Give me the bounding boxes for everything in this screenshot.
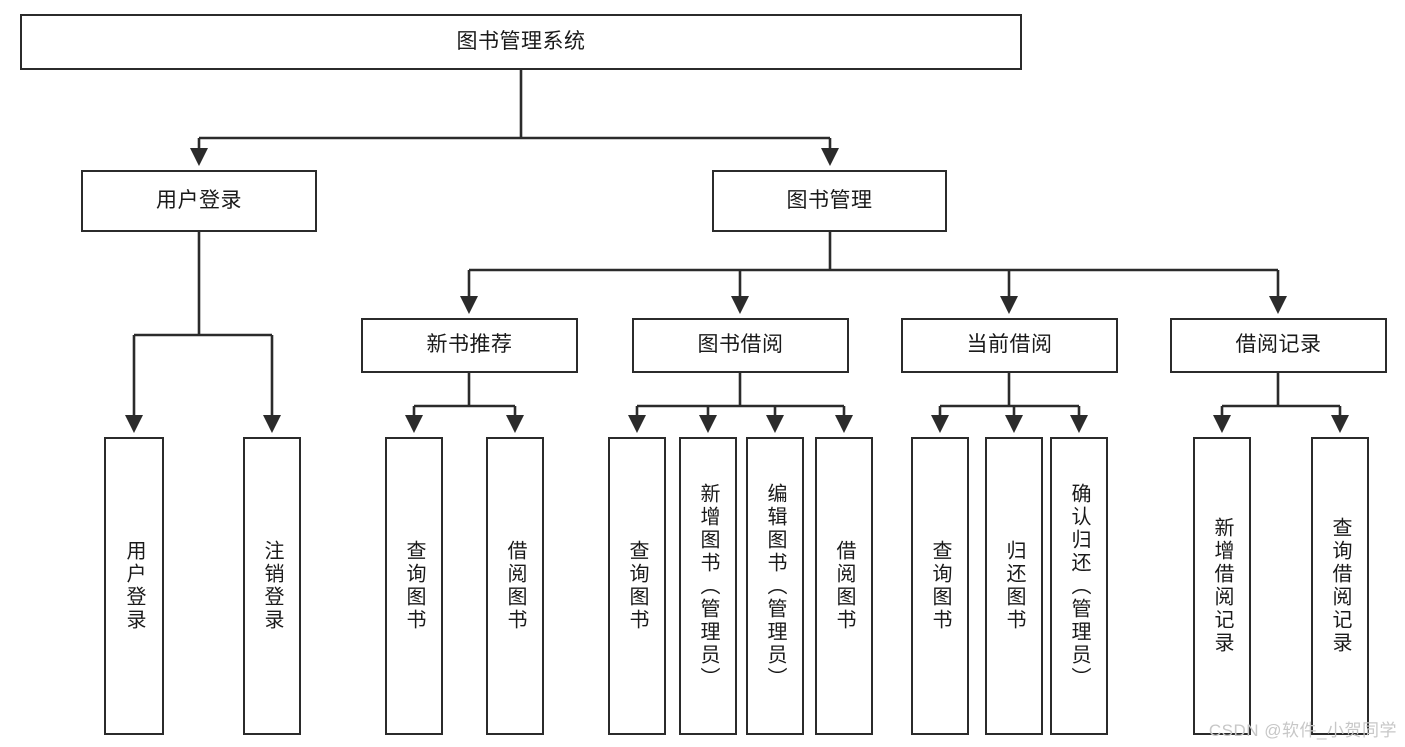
- node-leaf-return-book[interactable]: 归还图书: [985, 437, 1043, 735]
- node-leaf-add-book-admin[interactable]: 新增图书（管理员）: [679, 437, 737, 735]
- node-label: 新增图书（管理员）: [697, 482, 719, 690]
- node-leaf-edit-book-admin[interactable]: 编辑图书（管理员）: [746, 437, 804, 735]
- node-label: 确认归还（管理员）: [1068, 482, 1090, 690]
- node-leaf-borrow-book-recommend[interactable]: 借阅图书: [486, 437, 544, 735]
- node-new-book-recommend[interactable]: 新书推荐: [361, 318, 578, 373]
- node-label: 查询图书: [929, 540, 951, 632]
- node-leaf-user-login[interactable]: 用户登录: [104, 437, 164, 735]
- node-label: 用户登录: [123, 540, 145, 632]
- node-borrow-record[interactable]: 借阅记录: [1170, 318, 1387, 373]
- node-user-login[interactable]: 用户登录: [81, 170, 317, 232]
- node-label: 借阅图书: [833, 540, 855, 632]
- node-leaf-borrow-book[interactable]: 借阅图书: [815, 437, 873, 735]
- node-leaf-logout-login[interactable]: 注销登录: [243, 437, 301, 735]
- node-label: 注销登录: [261, 540, 283, 632]
- node-leaf-query-borrow-record[interactable]: 查询借阅记录: [1311, 437, 1369, 735]
- node-leaf-query-book-current[interactable]: 查询图书: [911, 437, 969, 735]
- node-leaf-query-book-recommend[interactable]: 查询图书: [385, 437, 443, 735]
- node-leaf-add-borrow-record[interactable]: 新增借阅记录: [1193, 437, 1251, 735]
- node-book-manage[interactable]: 图书管理: [712, 170, 947, 232]
- node-book-borrow[interactable]: 图书借阅: [632, 318, 849, 373]
- node-label: 借阅图书: [504, 540, 526, 632]
- node-root-system[interactable]: 图书管理系统: [20, 14, 1022, 70]
- node-label: 查询图书: [403, 540, 425, 632]
- node-label: 新增借阅记录: [1211, 517, 1233, 655]
- node-label: 归还图书: [1003, 540, 1025, 632]
- node-label: 编辑图书（管理员）: [764, 482, 786, 690]
- node-leaf-confirm-return-admin[interactable]: 确认归还（管理员）: [1050, 437, 1108, 735]
- node-leaf-query-book-borrow[interactable]: 查询图书: [608, 437, 666, 735]
- node-label: 查询图书: [626, 540, 648, 632]
- node-label: 查询借阅记录: [1329, 517, 1351, 655]
- node-current-borrow[interactable]: 当前借阅: [901, 318, 1118, 373]
